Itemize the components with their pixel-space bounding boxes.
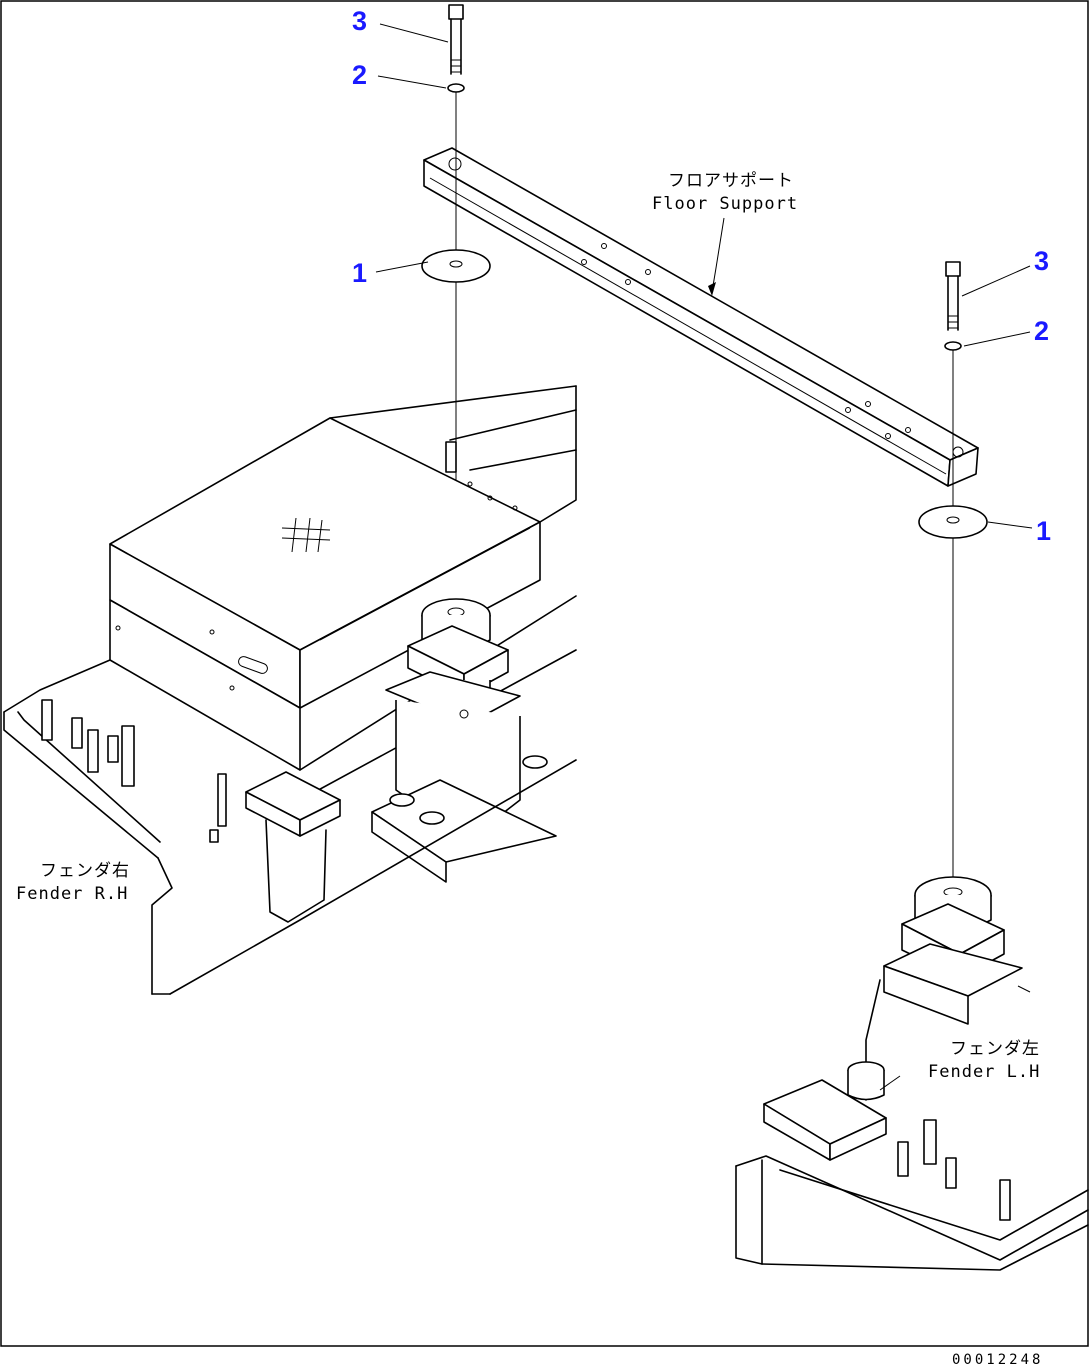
callout-3-left-bolt: 3: [352, 6, 367, 36]
fender-lh-label-en: Fender L.H: [928, 1062, 1040, 1082]
leader-lines: [375, 23, 1033, 1091]
fender-rh-label-en: Fender R.H: [16, 884, 128, 904]
callout-2-left-washer: 2: [352, 60, 367, 90]
floor-support-label-jp: フロアサポート: [668, 171, 794, 191]
labels: フロアサポート Floor Support フェンダ右 Fender R.H フ…: [16, 171, 1043, 1368]
right-fastener-stack: [918, 261, 988, 885]
fender-rh-label-jp: フェンダ右: [40, 861, 130, 881]
beam-holes: [581, 243, 911, 439]
cab-mount-right: [865, 876, 1023, 1101]
fender-rh: [3, 659, 577, 995]
fender-lh: [735, 985, 1089, 1271]
bolt-head-left: [448, 4, 464, 20]
lock-washer-right: [944, 341, 962, 351]
callout-1-left-plate: 1: [352, 258, 367, 288]
bolt-head-right: [945, 261, 961, 277]
callout-3-right-bolt: 3: [1034, 246, 1049, 276]
callout-1-right-plate: 1: [1036, 516, 1051, 546]
dowel-pin: [445, 441, 457, 473]
document-id: 00012248: [952, 1352, 1043, 1368]
lock-washer-left: [447, 83, 465, 93]
floor-support-beam: [423, 147, 979, 487]
plate-washer-left: [421, 249, 491, 283]
fender-post: [41, 699, 53, 741]
callouts: 3 2 1 3 2 1: [352, 6, 1051, 546]
plate-washer-right: [918, 505, 988, 539]
floor-support-label-en: Floor Support: [652, 194, 798, 214]
fender-lh-label-jp: フェンダ左: [950, 1039, 1040, 1059]
callout-2-right-washer: 2: [1034, 316, 1049, 346]
cab-mount-left: [371, 598, 557, 883]
